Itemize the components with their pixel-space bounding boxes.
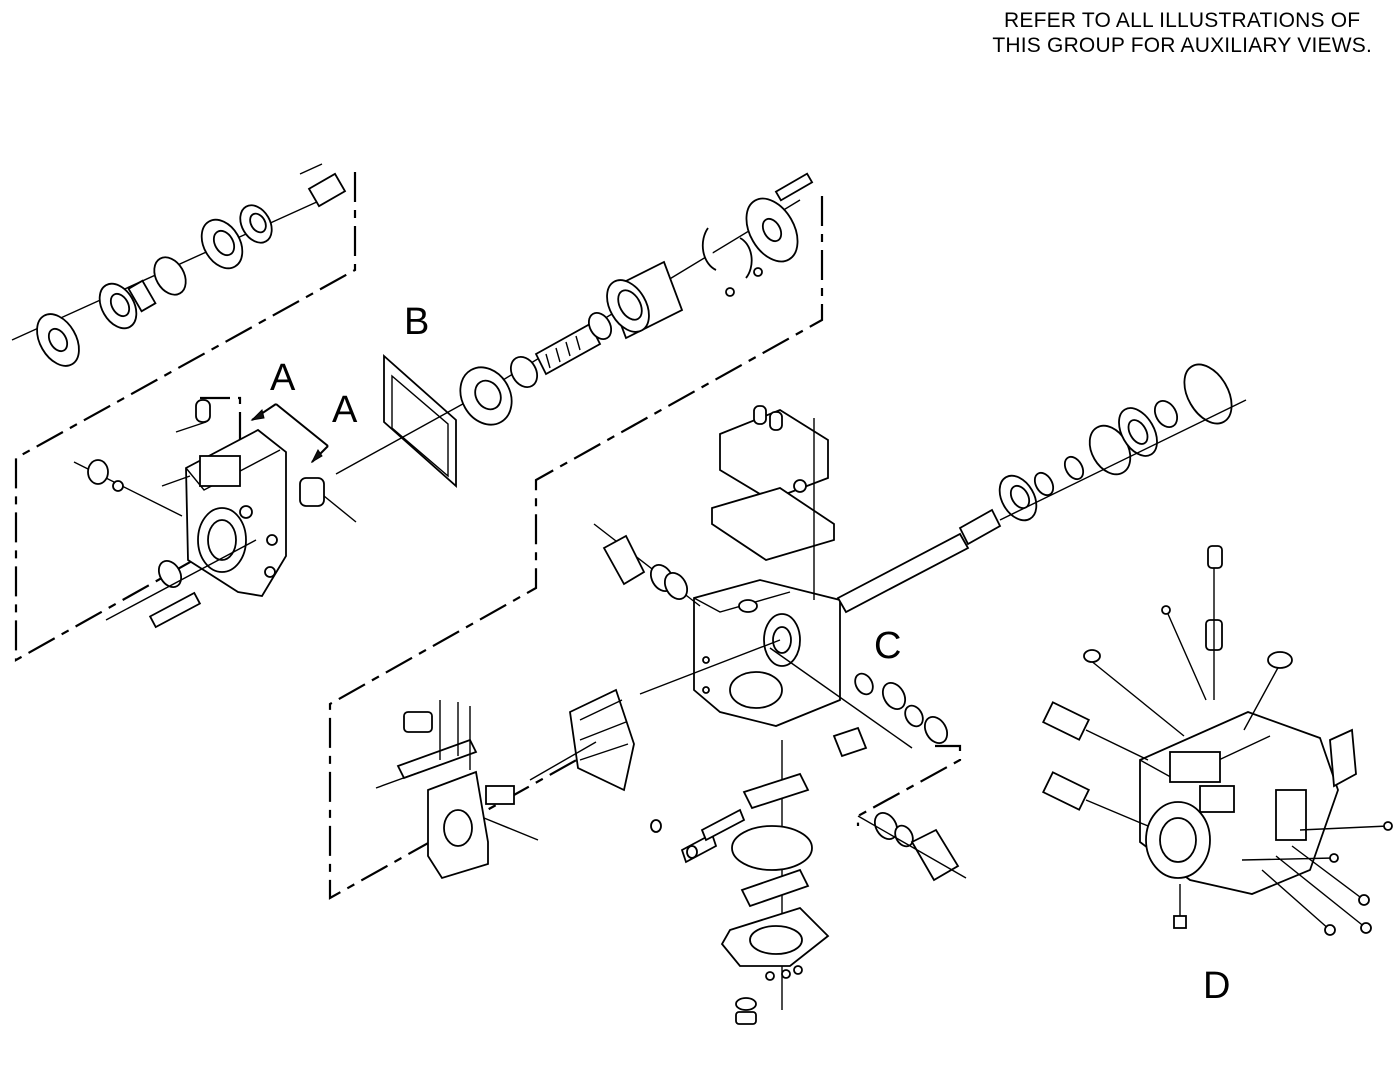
callout-b: B	[404, 301, 429, 343]
swashplate-cradle	[529, 688, 635, 792]
assembly-boundary-lines	[14, 172, 962, 900]
reference-note: REFER TO ALL ILLUSTRATIONS OF THIS GROUP…	[992, 8, 1372, 58]
callout-a-lower: A	[332, 389, 358, 431]
assembled-pump-view-d	[1041, 545, 1393, 936]
upper-left-shaft-assembly	[11, 163, 347, 367]
center-pump-housing	[639, 579, 913, 749]
callout-a-upper: A	[270, 357, 296, 399]
relief-valve-group	[832, 672, 967, 882]
callout-c: C	[874, 625, 901, 667]
control-linkage	[375, 700, 539, 880]
upper-rotating-group	[459, 172, 814, 426]
reference-note-line-2: THIS GROUP FOR AUXILIARY VIEWS.	[992, 34, 1372, 57]
valve-plate-b	[335, 353, 471, 489]
callout-a-arrows	[250, 403, 329, 464]
input-shaft	[836, 363, 1247, 614]
lower-charge-pump-group	[650, 740, 830, 1025]
reference-note-line-1: REFER TO ALL ILLUSTRATIONS OF	[1004, 9, 1361, 32]
control-valve-block	[711, 405, 835, 600]
callout-d: D	[1203, 965, 1230, 1007]
left-pump-housing	[73, 399, 357, 629]
servo-cover-assembly	[593, 523, 701, 607]
